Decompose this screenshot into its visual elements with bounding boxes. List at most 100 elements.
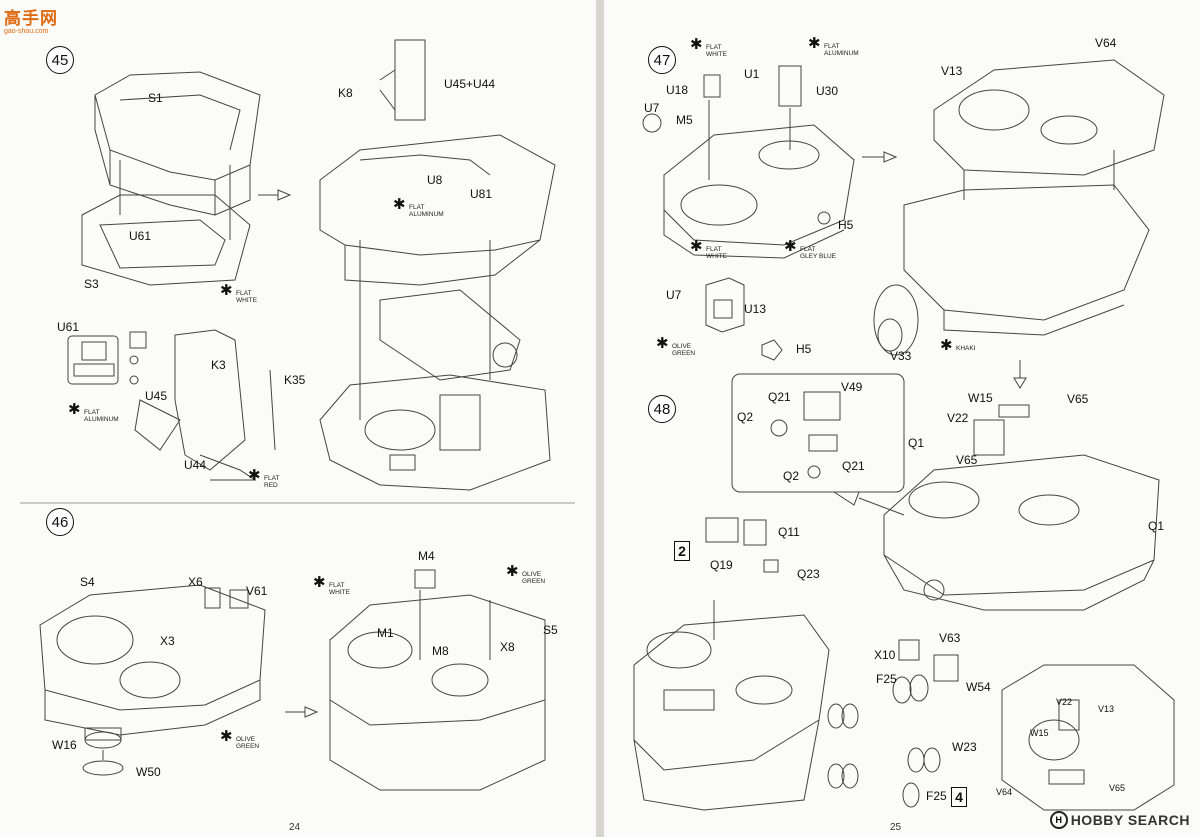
paint-star-icon: ✱ (656, 335, 669, 352)
page-number: 24 (289, 822, 301, 833)
part-label: V64 (996, 787, 1013, 797)
part-label: S3 (84, 277, 99, 291)
paint-star-icon: ✱ (393, 196, 406, 213)
part-label: K35 (284, 373, 306, 387)
part-label: Q2 (783, 469, 800, 483)
part-label: V13 (941, 64, 963, 78)
part-label: W50 (136, 765, 161, 779)
part-label: K3 (211, 358, 226, 372)
step-number: 45 (46, 46, 74, 74)
part-label: Q23 (797, 567, 820, 581)
part-label: V65 (1067, 392, 1089, 406)
part-label: V63 (939, 631, 961, 645)
part-label: U61 (129, 229, 152, 243)
part-label: W23 (952, 740, 977, 754)
page-number: 25 (890, 822, 902, 833)
part-label: U81 (470, 187, 493, 201)
assembly-drawings-left (20, 39, 575, 791)
part-label: V49 (841, 380, 863, 394)
watermark-text: HOBBY SEARCH (1070, 812, 1190, 828)
part-label: M8 (432, 644, 449, 658)
part-label: M4 (418, 549, 435, 563)
part-label: F25 (926, 789, 947, 803)
watermark-text: 高手网 (4, 9, 58, 29)
part-label: V22 (947, 411, 969, 425)
part-label: U44 (184, 458, 207, 472)
part-label: S4 (80, 575, 95, 589)
part-label: U30 (816, 84, 839, 98)
part-label: W16 (52, 738, 77, 752)
paint-star-icon: ✱ (506, 563, 519, 580)
part-label: U45+U44 (444, 77, 496, 91)
part-label: U1 (744, 67, 760, 81)
paint-star-icon: ✱ (784, 238, 797, 255)
part-label: V22 (1056, 697, 1073, 707)
part-label: V65 (1109, 783, 1126, 793)
paint-callout: ✱KHAKI (940, 337, 976, 354)
part-label: Q1 (908, 436, 925, 450)
watermark-logo: 高手网 gao-shou.com (4, 4, 58, 35)
part-label: K8 (338, 86, 353, 100)
step-number: 47 (648, 46, 676, 74)
part-label: W54 (966, 680, 991, 694)
paint-star-icon: ✱ (808, 35, 821, 52)
instruction-page-left: 高手网 gao-shou.com 45 46 S1 S3 U61 U61 U45… (0, 0, 596, 837)
part-label: W15 (1030, 728, 1049, 738)
part-label: F25 (876, 672, 897, 686)
part-label: U7 (644, 101, 660, 115)
paint-star-icon: ✱ (248, 467, 261, 484)
paint-star-icon: ✱ (220, 282, 233, 299)
step-number: 46 (46, 508, 74, 536)
part-label: U61 (57, 320, 80, 334)
part-label: U13 (744, 302, 767, 316)
part-label: U18 (666, 83, 689, 97)
part-label: X6 (188, 575, 203, 589)
step-number: 48 (648, 395, 676, 423)
quantity-box: 4 (951, 787, 967, 807)
part-label: M5 (676, 113, 693, 127)
paint-star-icon: ✱ (690, 36, 703, 53)
part-label: U8 (427, 173, 443, 187)
part-label: M1 (377, 626, 394, 640)
part-label: X10 (874, 648, 896, 662)
part-label: S1 (148, 91, 163, 105)
hobby-search-icon: H (1049, 811, 1068, 829)
part-label: V65 (956, 453, 978, 467)
part-label: V33 (890, 349, 912, 363)
part-label: Q21 (768, 390, 791, 404)
quantity-box: 2 (674, 541, 690, 561)
instruction-page-right: 47 48 U1 U18 U7 M5 U30 H5 U7 U13 H5 V13 … (604, 0, 1200, 837)
assembly-drawings-right (633, 59, 1175, 811)
paint-star-icon: ✱ (220, 728, 233, 745)
part-label: Q11 (778, 525, 800, 539)
paint-star-icon: ✱ (313, 574, 326, 591)
part-label: Q2 (737, 410, 754, 424)
part-label: X3 (160, 634, 175, 648)
part-label: U45 (145, 389, 168, 403)
part-label: V61 (246, 584, 268, 598)
paint-star-icon: ✱ (940, 337, 953, 354)
part-label: W15 (968, 391, 993, 405)
watermark-url: gao-shou.com (4, 28, 49, 35)
part-label: H5 (796, 342, 812, 356)
hobby-search-logo: H HOBBY SEARCH (1049, 811, 1190, 829)
part-label: Q21 (842, 459, 865, 473)
part-label: H5 (838, 218, 854, 232)
part-label: Q19 (710, 558, 733, 572)
part-label: Q1 (1148, 519, 1165, 533)
paint-star-icon: ✱ (690, 238, 703, 255)
part-label: S5 (543, 623, 558, 637)
paint-star-icon: ✱ (68, 401, 81, 418)
